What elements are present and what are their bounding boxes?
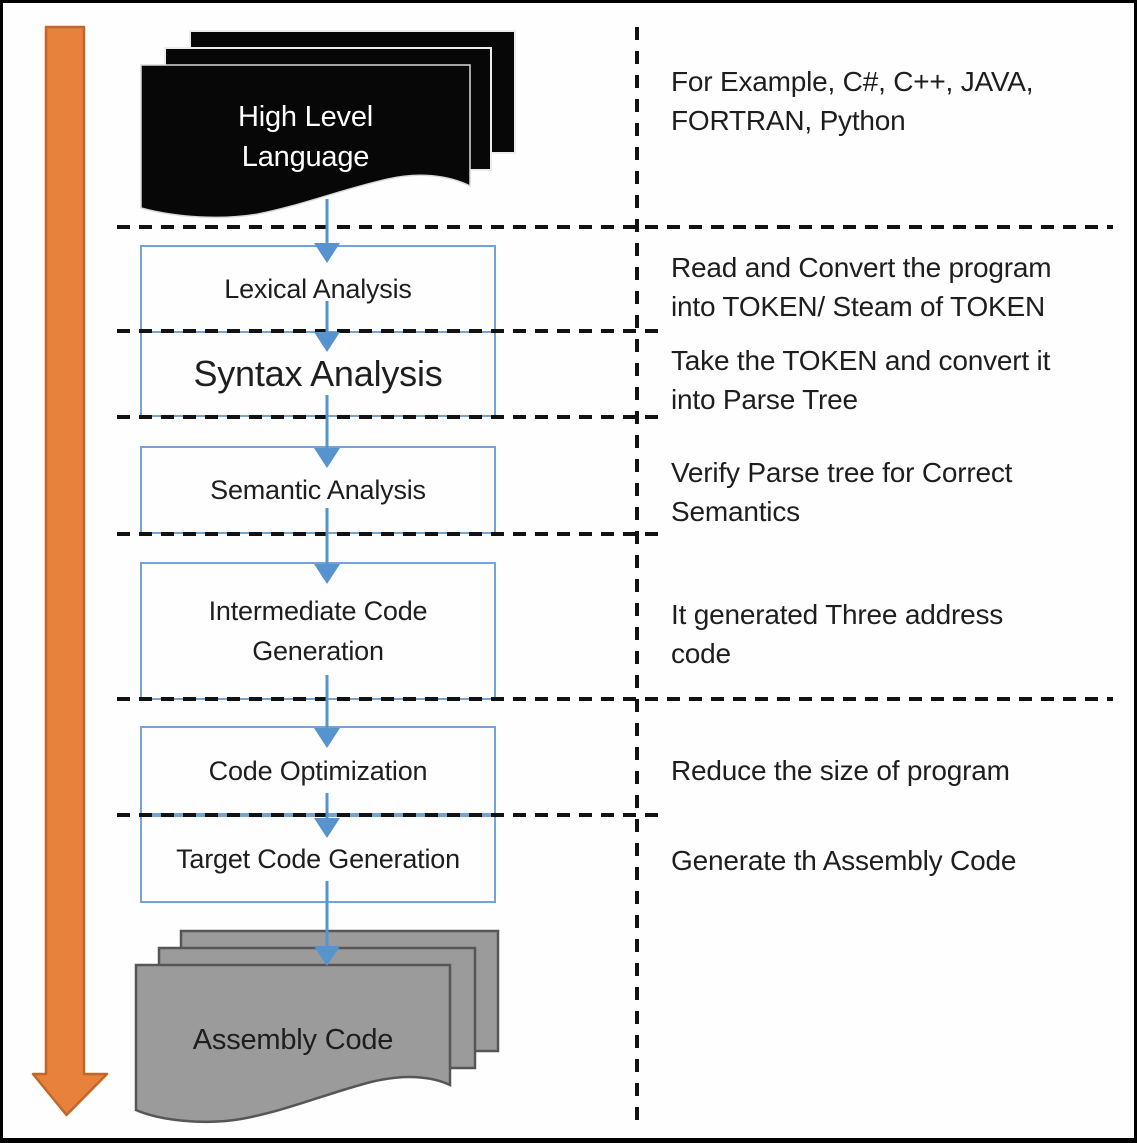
divider-intermediate-codeopt (117, 697, 1113, 701)
stage-box-lexical-analysis: Lexical Analysis (140, 245, 496, 333)
divider-codeopt-target (117, 813, 666, 817)
stage-box-code-optimization: Code Optimization (140, 726, 496, 815)
stage-label: Intermediate Code Generation (208, 596, 428, 666)
note-code-optimization: Reduce the size of program (671, 755, 1010, 786)
stage-label: Semantic Analysis (210, 475, 426, 505)
output-document-label: Assembly Code (192, 1024, 394, 1056)
divider-diagram-notes (635, 27, 639, 1121)
divider-syntax-semantic (117, 415, 666, 419)
divider-lexical-syntax (117, 329, 666, 333)
note-syntax-analysis: Take the TOKEN and convert it into Parse… (671, 345, 1051, 415)
stage-box-intermediate-code-generation: Intermediate Code Generation (140, 562, 496, 700)
stage-label: Syntax Analysis (193, 353, 443, 394)
source-document-label: High Level Language (237, 101, 374, 173)
note-semantic-analysis: Verify Parse tree for Correct Semantics (671, 457, 1013, 527)
stage-box-syntax-analysis: Syntax Analysis (140, 331, 496, 417)
note-intermediate-code-generation: It generated Three address code (671, 599, 1004, 669)
stage-box-target-code-generation: Target Code Generation (140, 815, 496, 903)
divider-source-lexical (117, 225, 1113, 229)
note-lexical-analysis: Read and Convert the program into TOKEN/… (671, 252, 1052, 322)
note-source-examples: For Example, C#, C++, JAVA, FORTRAN, Pyt… (671, 66, 1034, 136)
divider-semantic-intermediate (117, 532, 666, 536)
stage-label: Target Code Generation (176, 844, 460, 874)
stage-box-semantic-analysis: Semantic Analysis (140, 446, 496, 534)
note-target-code-generation: Generate th Assembly Code (671, 845, 1017, 876)
stage-label: Lexical Analysis (224, 274, 412, 304)
down-arrow-icon (31, 25, 109, 1117)
stage-label: Code Optimization (208, 755, 428, 786)
